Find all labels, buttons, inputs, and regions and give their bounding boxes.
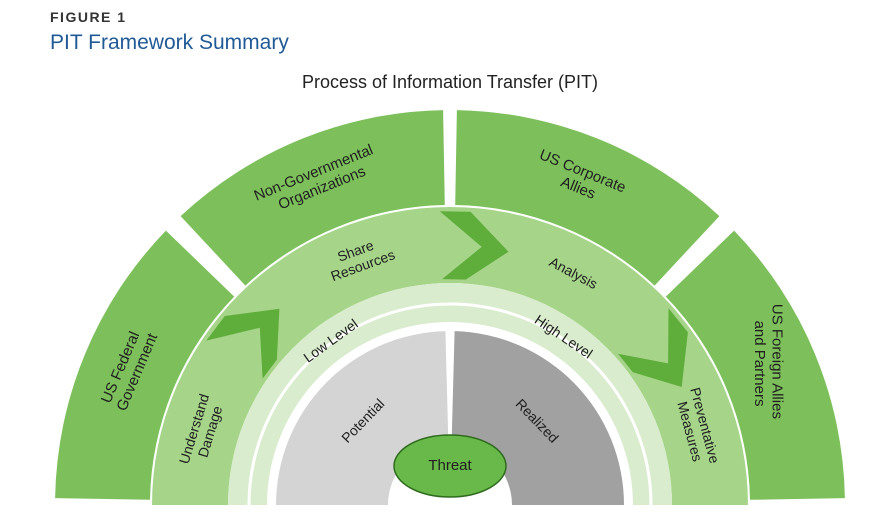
- threat-center: [393, 434, 507, 498]
- label-threat: Threat: [428, 457, 472, 474]
- diagram-title: Process of Information Transfer (PIT): [301, 72, 599, 92]
- level-ring: [228, 283, 672, 506]
- figure-label: FIGURE 1: [50, 9, 127, 25]
- process-arrow-1: [206, 308, 280, 379]
- process-ring: [152, 207, 748, 505]
- segment-us-federal-government: [55, 230, 235, 500]
- segment-us-corporate-allies: [455, 110, 720, 286]
- process-arrow-3: [618, 308, 688, 387]
- segment-us-foreign-allies: [665, 230, 845, 500]
- label-us-foreign-allies-and-partners: US Foreign Allies and Partners: [751, 304, 785, 423]
- process-band: [152, 207, 748, 505]
- segment-non-governmental-organizations: [180, 110, 445, 286]
- figure-title: PIT Framework Summary: [50, 31, 289, 54]
- level-divider-line: [247, 302, 653, 506]
- process-arrow-2: [439, 211, 509, 280]
- outer-ring: [55, 110, 845, 500]
